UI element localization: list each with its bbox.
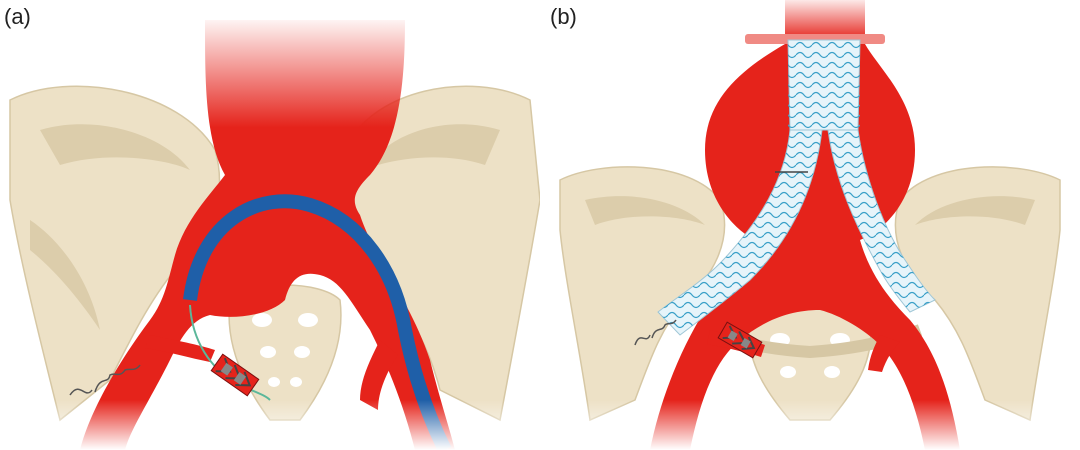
artist-signature [69, 364, 141, 396]
catheter [183, 194, 452, 450]
panel-a-illustration [0, 20, 540, 450]
stent-graft [657, 39, 936, 336]
pelvis-left-bone [9, 85, 221, 422]
panel-b: (b) [540, 0, 1080, 450]
panel-a: (a) [0, 4, 540, 450]
panel-b-illustration [540, 0, 1080, 450]
aorta-and-iliacs [80, 20, 455, 450]
artist-signature [634, 319, 677, 346]
aneurysm-sac [650, 44, 960, 450]
panel-a-label: (a) [4, 4, 31, 29]
occluder-device [210, 353, 260, 397]
panel-b-label: (b) [550, 4, 577, 29]
occluder-device [717, 321, 763, 359]
